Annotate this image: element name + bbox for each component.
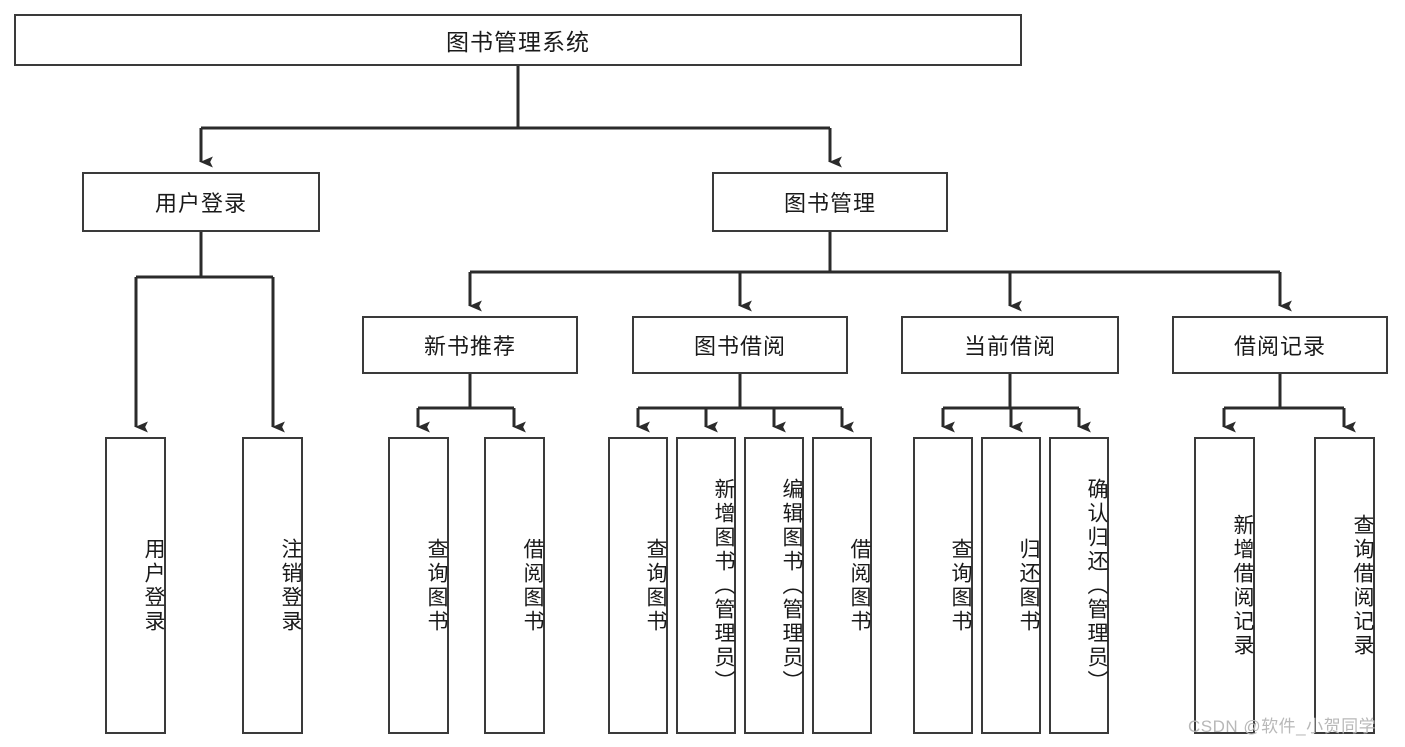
node-book-borrow[interactable]: 图书借阅 xyxy=(632,316,848,374)
node-leaf-logout-login-label: 注销登录 xyxy=(279,537,302,634)
node-leaf-edit-book-admin-label: 编辑图书（管理员） xyxy=(780,477,803,694)
node-leaf-borrow-book-2[interactable]: 借阅图书 xyxy=(812,437,872,734)
node-leaf-query-book-1-label: 查询图书 xyxy=(425,537,448,634)
node-leaf-logout-login[interactable]: 注销登录 xyxy=(242,437,303,734)
node-leaf-confirm-return-admin[interactable]: 确认归还（管理员） xyxy=(1049,437,1109,734)
node-book-borrow-label: 图书借阅 xyxy=(693,334,786,359)
node-leaf-edit-book-admin[interactable]: 编辑图书（管理员） xyxy=(744,437,804,734)
node-book-manage[interactable]: 图书管理 xyxy=(712,172,948,232)
node-leaf-return-book[interactable]: 归还图书 xyxy=(981,437,1041,734)
node-leaf-query-book-2[interactable]: 查询图书 xyxy=(608,437,668,734)
node-leaf-add-borrow-record-label: 新增借阅记录 xyxy=(1231,513,1254,658)
node-leaf-borrow-book-2-label: 借阅图书 xyxy=(848,537,871,634)
node-leaf-query-book-2-label: 查询图书 xyxy=(644,537,667,634)
node-leaf-return-book-label: 归还图书 xyxy=(1017,537,1040,634)
node-current-borrow-label: 当前借阅 xyxy=(963,334,1056,359)
node-leaf-borrow-book-1[interactable]: 借阅图书 xyxy=(484,437,545,734)
node-leaf-user-login[interactable]: 用户登录 xyxy=(105,437,166,734)
node-leaf-add-book-admin-label: 新增图书（管理员） xyxy=(712,477,735,694)
node-borrow-record-label: 借阅记录 xyxy=(1233,334,1326,359)
csdn-watermark: CSDN @软件_小贺同学 xyxy=(1188,717,1377,736)
node-leaf-query-book-3-label: 查询图书 xyxy=(949,537,972,634)
node-book-manage-label: 图书管理 xyxy=(783,191,876,216)
node-user-login[interactable]: 用户登录 xyxy=(82,172,320,232)
node-current-borrow[interactable]: 当前借阅 xyxy=(901,316,1119,374)
node-user-login-label: 用户登录 xyxy=(154,191,247,216)
node-leaf-query-book-3[interactable]: 查询图书 xyxy=(913,437,973,734)
node-leaf-query-book-1[interactable]: 查询图书 xyxy=(388,437,449,734)
node-new-book-recommend-label: 新书推荐 xyxy=(423,334,516,359)
node-leaf-confirm-return-admin-label: 确认归还（管理员） xyxy=(1085,477,1108,694)
node-leaf-user-login-label: 用户登录 xyxy=(142,537,165,634)
node-borrow-record[interactable]: 借阅记录 xyxy=(1172,316,1388,374)
node-leaf-borrow-book-1-label: 借阅图书 xyxy=(521,537,544,634)
node-leaf-add-book-admin[interactable]: 新增图书（管理员） xyxy=(676,437,736,734)
node-leaf-add-borrow-record[interactable]: 新增借阅记录 xyxy=(1194,437,1255,734)
node-root-label: 图书管理系统 xyxy=(446,29,590,55)
node-leaf-query-borrow-record-label: 查询借阅记录 xyxy=(1351,513,1374,658)
node-leaf-query-borrow-record[interactable]: 查询借阅记录 xyxy=(1314,437,1375,734)
node-root[interactable]: 图书管理系统 xyxy=(14,14,1022,66)
node-new-book-recommend[interactable]: 新书推荐 xyxy=(362,316,578,374)
